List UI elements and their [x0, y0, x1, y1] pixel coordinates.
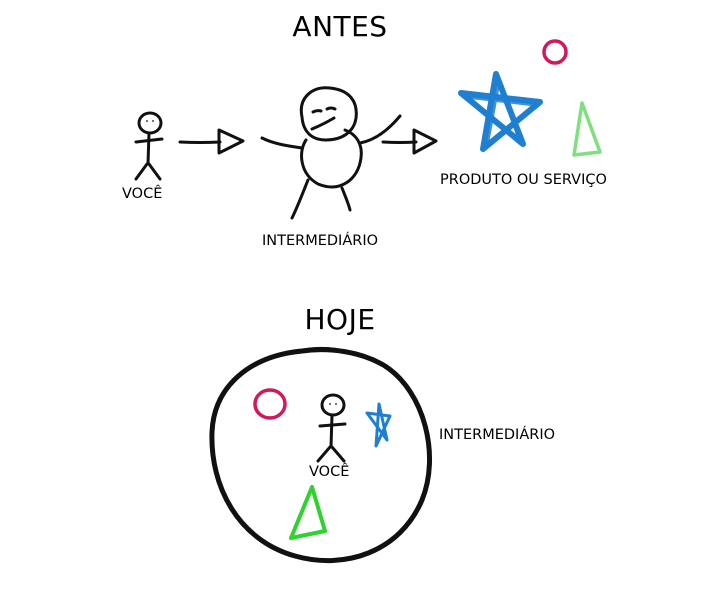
arrow-icon	[178, 128, 245, 155]
star-icon	[365, 402, 392, 448]
before-you-label: VOCÊ	[122, 186, 163, 202]
today-middleman-label: INTERMEDIÁRIO	[439, 427, 556, 443]
you-stick-figure-icon	[316, 393, 347, 463]
middleman-figure-icon	[260, 86, 402, 220]
middleman-circle-icon	[209, 346, 432, 564]
you-stick-figure-icon	[134, 111, 164, 181]
today-you-label: VOCÊ	[309, 464, 350, 480]
today-heading: HOJE	[304, 303, 376, 336]
before-heading: ANTES	[292, 10, 388, 43]
circle-icon	[253, 388, 287, 420]
product-label: PRODUTO OU SERVIÇO	[440, 172, 607, 188]
circle-icon	[542, 39, 568, 65]
triangle-icon	[572, 101, 602, 157]
before-middleman-label: INTERMEDIÁRIO	[262, 233, 379, 249]
arrow-icon	[381, 128, 438, 155]
triangle-icon	[289, 485, 327, 540]
star-icon	[458, 71, 543, 152]
